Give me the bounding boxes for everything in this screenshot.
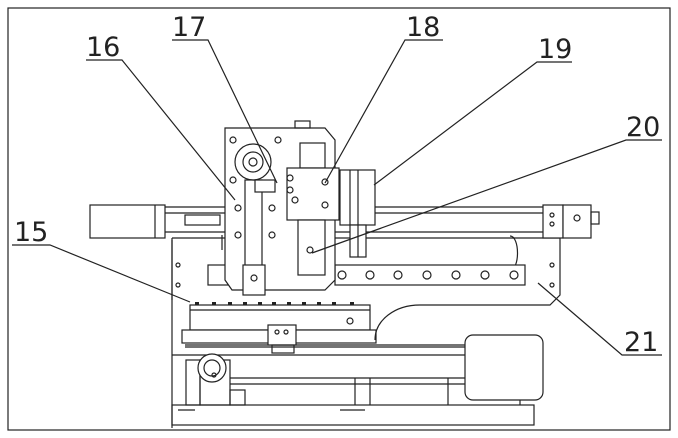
drive-motor xyxy=(464,334,544,401)
side-cylinder xyxy=(339,169,376,258)
label-21: 21 xyxy=(624,327,658,358)
label-18: 18 xyxy=(406,12,440,43)
pulley xyxy=(197,353,227,383)
leader-18 xyxy=(324,39,443,184)
leader-20 xyxy=(311,139,662,254)
cylinder-block xyxy=(286,142,340,276)
work-table xyxy=(181,302,377,354)
leader-19 xyxy=(373,61,572,186)
leader-21 xyxy=(537,282,662,356)
label-20: 20 xyxy=(626,112,660,143)
label-15: 15 xyxy=(14,217,48,248)
base-assembly xyxy=(171,240,544,428)
rail-motor xyxy=(89,204,166,239)
leader-15 xyxy=(12,244,191,303)
leader-17 xyxy=(172,39,278,184)
label-17: 17 xyxy=(172,12,206,43)
label-19: 19 xyxy=(538,34,572,65)
leader-lines xyxy=(12,39,662,356)
leader-16 xyxy=(86,59,236,201)
label-16: 16 xyxy=(86,32,120,63)
frame-border xyxy=(7,7,671,431)
